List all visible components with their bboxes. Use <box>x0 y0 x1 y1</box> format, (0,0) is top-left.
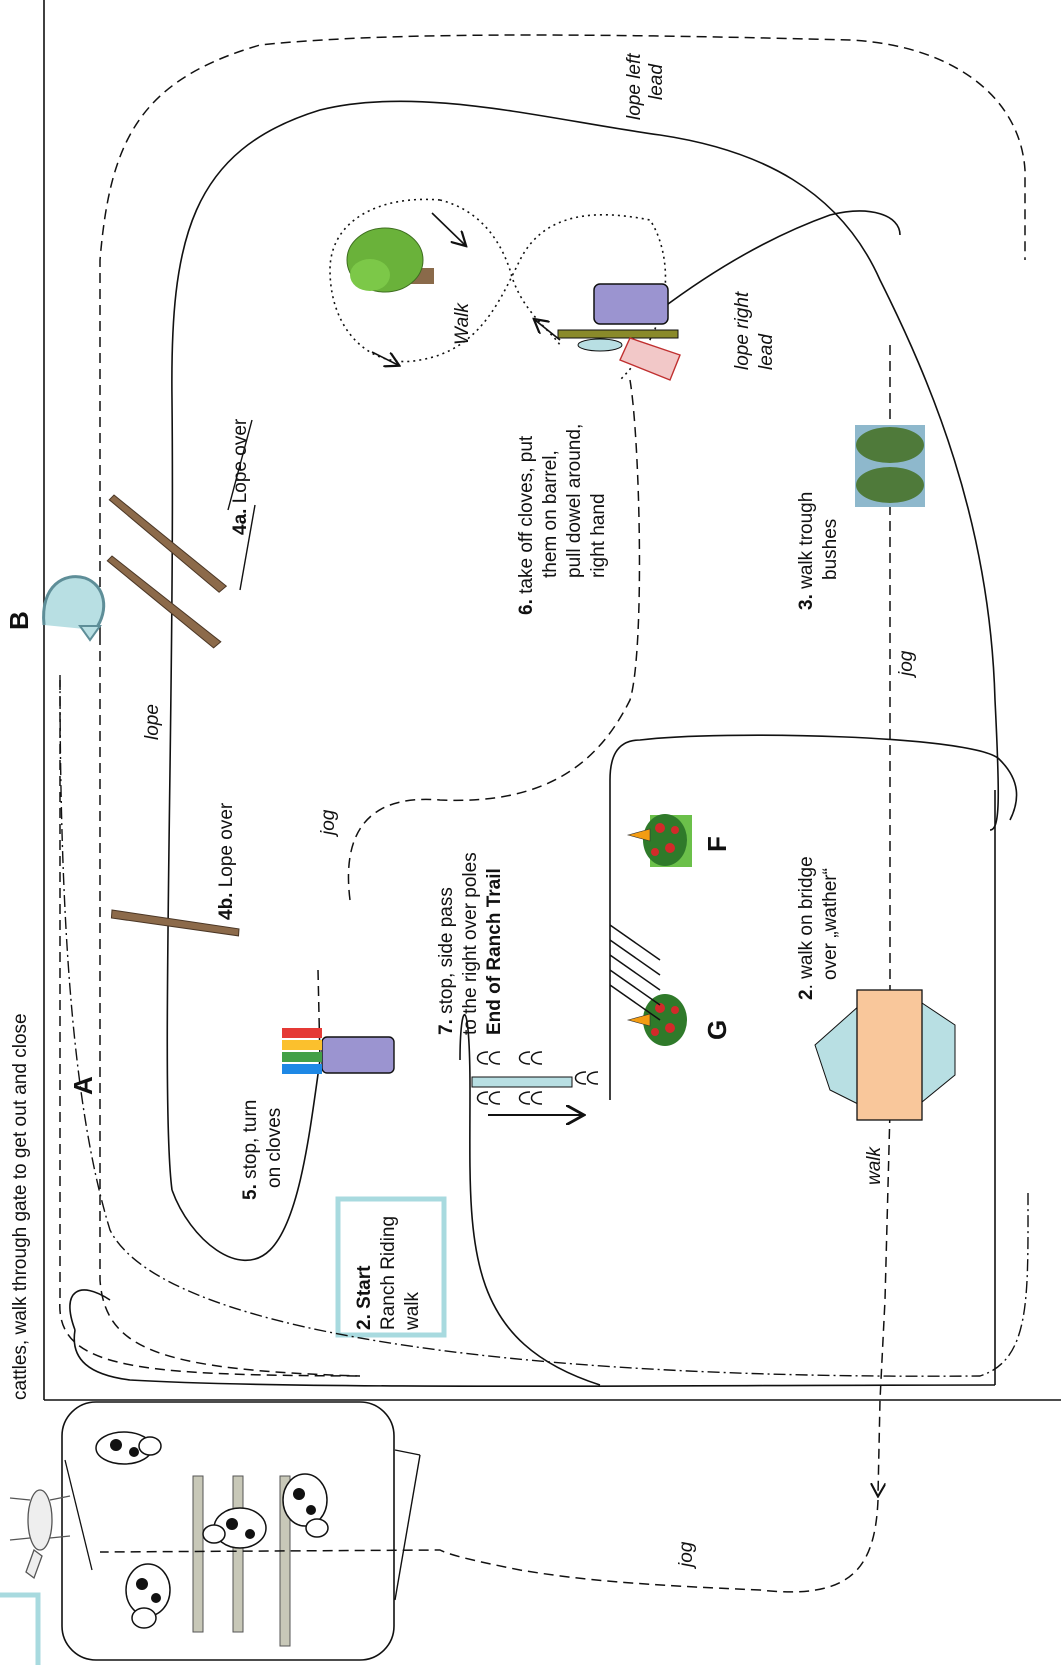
start-box <box>335 1196 447 1338</box>
horse-icon <box>9 1489 71 1580</box>
dowel-base <box>577 338 623 352</box>
station-6-line2: them on barrel, <box>540 450 561 578</box>
gait-jog-middle: jog <box>896 650 917 679</box>
route-dash-dot <box>59 674 1029 1377</box>
clove-barrel <box>321 1036 395 1074</box>
gait-lope: lope <box>142 704 163 740</box>
top-note: cattles, walk through gate to get out an… <box>10 1013 31 1400</box>
cow-icon <box>282 1473 329 1538</box>
cow-icon <box>95 1431 162 1465</box>
station-4a: 4a. Lope over <box>230 418 251 535</box>
arena-border <box>43 0 1061 1401</box>
lope-pole-4a-top <box>108 494 228 593</box>
station-7-line2: to the right over poles <box>460 852 481 1035</box>
station-5-line2: on cloves <box>264 1108 285 1188</box>
lope-pole-4b <box>110 909 240 937</box>
route-walk-figure-eight <box>329 198 667 381</box>
dowel <box>619 337 681 381</box>
cone-f <box>626 828 651 842</box>
tree-icon <box>346 227 434 293</box>
horse-track-marks <box>476 1051 599 1105</box>
cone-g <box>626 1013 651 1027</box>
gait-lope-right-2: lead <box>756 333 777 370</box>
marker-b: B <box>4 611 34 630</box>
gait-lope-left-1: lope left <box>624 53 645 120</box>
gait-jog-bottom: jog <box>676 1541 697 1570</box>
station-2-line2: over „wather“ <box>820 868 841 980</box>
side-pass-poles <box>609 924 661 1021</box>
bridge <box>856 989 923 1121</box>
station-4b: 4b. Lope over <box>216 802 237 920</box>
marker-a: A <box>68 1076 98 1095</box>
cattle-pen <box>61 1401 421 1661</box>
flower-box-f <box>643 814 692 867</box>
station-3-line1: 3. walk trough <box>796 492 817 610</box>
gait-walk-bridge: walk <box>864 1145 885 1185</box>
gait-lope-left-2: lead <box>646 63 667 100</box>
route-dashed <box>59 34 1026 1593</box>
lope-pole-4a-bottom <box>106 555 222 649</box>
cow-icon <box>202 1507 267 1549</box>
gait-jog-upper: jog <box>318 809 339 838</box>
bushes-icon <box>855 425 925 507</box>
marker-f: F <box>702 836 732 852</box>
station-6-line1: 6. take off cloves, put <box>516 435 537 615</box>
walk-arrows <box>371 212 561 365</box>
gait-walk-loop: Walk <box>452 302 473 345</box>
rail-bar <box>557 329 679 339</box>
gait-lope-right-1: lope right <box>732 291 753 370</box>
side-pass-pole <box>471 1076 573 1088</box>
station-7-line3: End of Ranch Trail <box>484 868 505 1035</box>
station-5-line1: 5. stop, turn <box>240 1100 261 1200</box>
cloves-icon <box>282 1028 322 1074</box>
route-lope-solid <box>69 100 1018 1388</box>
start-line2: Ranch Riding <box>378 1216 399 1330</box>
corner-box <box>0 1592 41 1665</box>
turnaround-arrow-icon <box>42 575 106 642</box>
station-3-line2: bushes <box>820 519 841 580</box>
station-6-line4: right hand <box>588 493 609 578</box>
station-7-line1: 7. stop, side pass <box>436 887 457 1035</box>
flower-box-g <box>643 994 687 1046</box>
start-line3: walk <box>402 1291 423 1331</box>
marker-g: G <box>702 1020 732 1040</box>
barrel <box>593 283 669 325</box>
station-2-line1: 2. walk on bridge <box>796 856 817 1000</box>
cow-icon <box>125 1563 171 1629</box>
station-6-line3: pull dowel around, <box>564 424 585 578</box>
start-label: 2. Start <box>354 1265 375 1330</box>
